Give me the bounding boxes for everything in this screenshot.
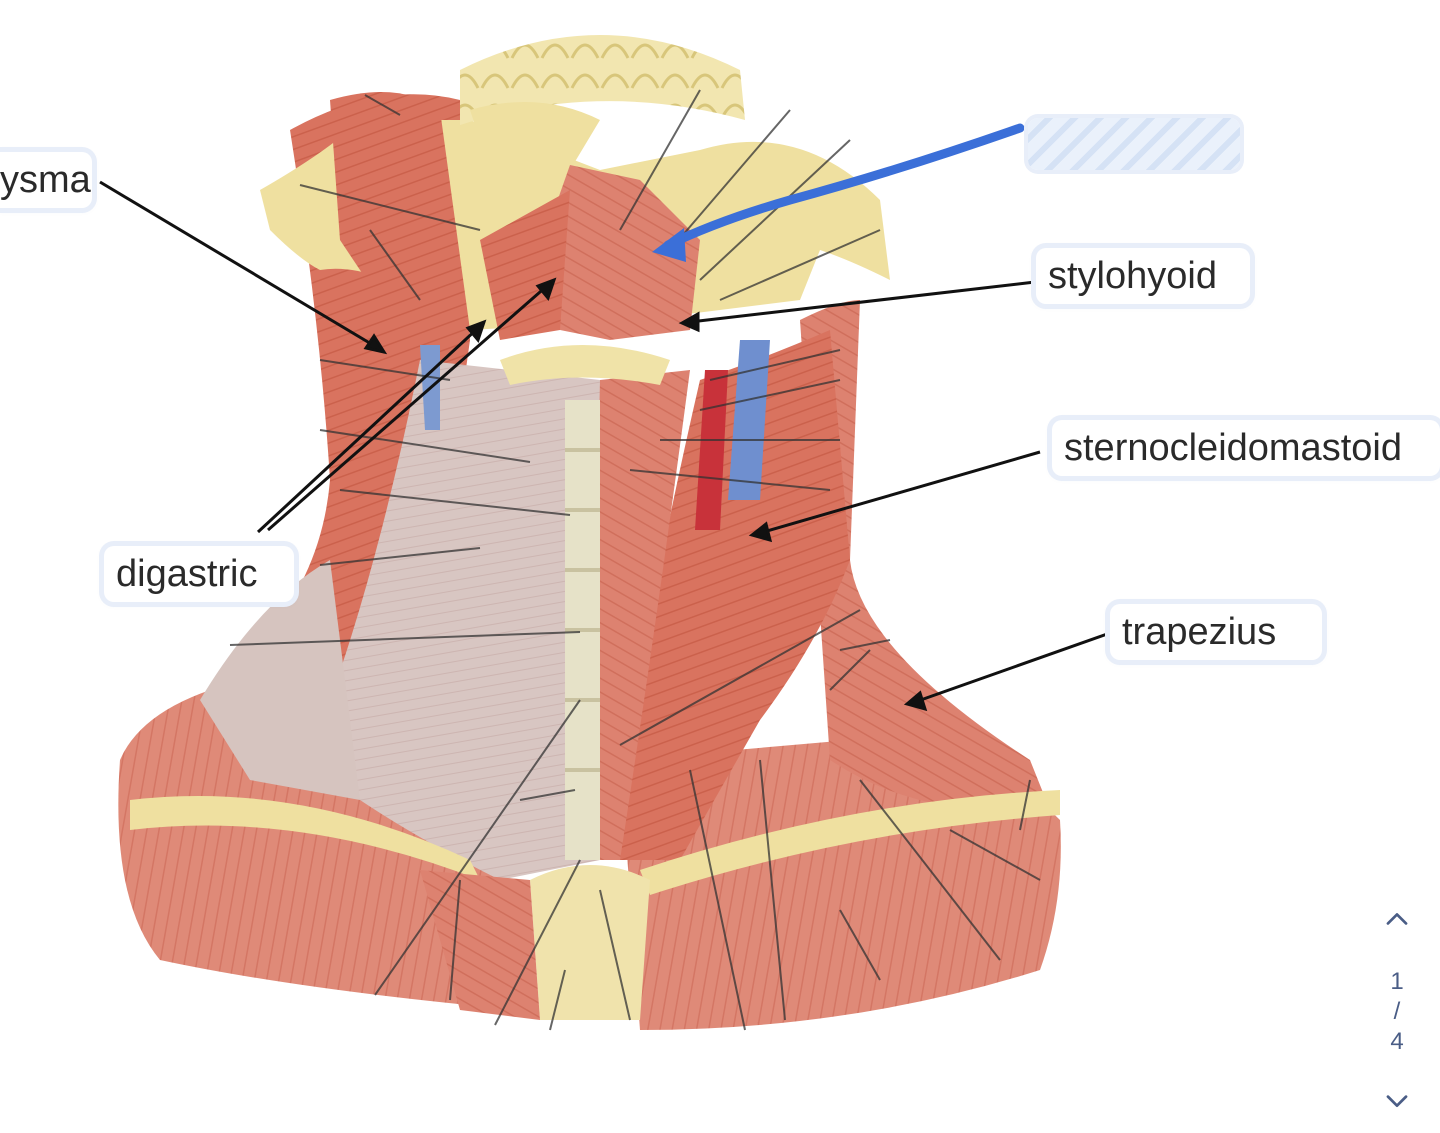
clavicle-left: [130, 796, 480, 880]
label-sternocleidomastoid[interactable]: sternocleidomastoid: [1052, 420, 1440, 476]
label-digastric[interactable]: digastric: [104, 546, 294, 602]
page-total: 4: [1390, 1027, 1404, 1055]
label-stylohyoid[interactable]: stylohyoid: [1036, 248, 1250, 304]
chin-muscle: [470, 102, 600, 170]
chevron-up-icon[interactable]: [1377, 900, 1417, 936]
jugular-vein: [728, 340, 770, 500]
label-trapezius[interactable]: trapezius: [1110, 604, 1322, 660]
digastric-anterior-left: [480, 190, 570, 340]
hyoid-bone: [500, 345, 670, 385]
leader-lines: [229, 89, 1041, 1031]
label-platysma[interactable]: ysma: [0, 152, 92, 208]
trapezius-region: [800, 300, 1050, 812]
clavicle-right: [640, 790, 1060, 895]
infrahyoid-fascia: [330, 360, 600, 880]
label-arrows: [99, 180, 1111, 712]
manubrium: [530, 865, 650, 1020]
chevron-down-icon[interactable]: [1377, 1084, 1417, 1120]
chest-muscle-left-lower: [420, 870, 540, 1020]
label-blank-answer[interactable]: [1028, 118, 1240, 170]
sternocleidomastoid-muscle: [610, 330, 850, 860]
highlight-arrow-head: [652, 228, 686, 262]
page-current: 1: [1390, 967, 1404, 995]
strap-muscles: [590, 370, 690, 860]
page-navigator: 1 / 4: [1372, 900, 1422, 1120]
mylohyoid-muscle: [540, 165, 700, 340]
highlight-arrow: [663, 123, 1025, 250]
page-separator: /: [1393, 997, 1401, 1025]
posterior-triangle-fascia: [200, 560, 360, 800]
